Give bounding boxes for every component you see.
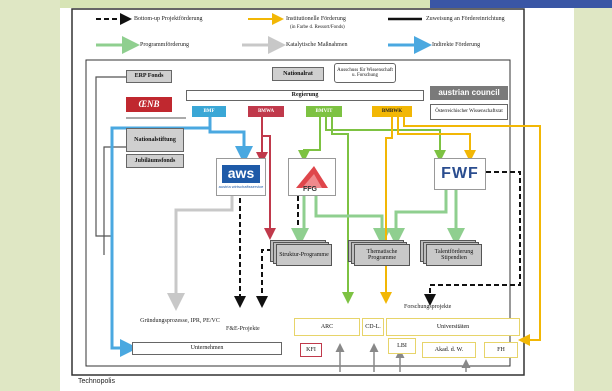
legend-institutionell-sub: (in Farbe d. Ressort/Fonds) [290,25,345,30]
ffg-thematische-arrow [314,196,391,246]
unternehmen-box: Unternehmen [132,342,282,355]
nationalstiftung-box: Nationalstiftung [126,128,184,152]
jubilaeumsfonds-box: Jubiläumsfonds [126,154,184,168]
footer-source: Technopolis [78,378,115,385]
onb-logo: ŒNB [126,97,172,112]
aws-logo-mark: aws [221,165,261,183]
fh-box: FH [484,342,518,358]
struktur-stack: Struktur-Programme [270,240,332,266]
nationalstiftung-line [103,146,126,255]
talentfoerderung-label: Talentförderung Stipendien [426,244,482,266]
fwf-logo: FWF [434,158,486,190]
erp-fonds-box: ERP Fonds [126,70,172,83]
ausschuss-box: Ausschuss für Wissenschaft u. Forschung [334,63,396,83]
aws-logo-sub: austria wirtschaftsservice [218,183,264,189]
legend-zuweisung-label: Zuweisung an Fördereinrichtung [426,16,505,22]
arc-box: ARC [294,318,360,336]
inner-frame [85,59,511,367]
bmwa-struktur-arrow [261,115,276,240]
bmbwk-fwf-arrow [397,115,476,162]
thematische-stack: Thematische Programme [348,240,410,266]
legend-bottomup-label: Bottom-up Projektförderung [134,16,203,22]
bmbwk-box: BMBWK [372,106,412,117]
accent-band [430,0,612,8]
right-band [574,0,612,391]
fwf-forschung-arrow [424,171,521,306]
bmbwk-uni-arrow [403,115,541,346]
wissenschaftsrat-box: Österreichischer Wissenschaftsrat [430,104,508,120]
ffg-logo: FFG [288,158,336,196]
ffg-triangle-icon [296,166,328,188]
kfi-box: KFI [300,343,322,357]
gruendung-label: Gründungsprozesse, IPR, PE/VC [140,318,220,324]
bmf-aws-arrow [208,115,253,164]
struktur-programme-label: Struktur-Programme [276,244,332,266]
thematische-programme-label: Thematische Programme [354,244,410,266]
legend-katalytisch-label: Katalytische Maßnahmen [286,42,348,48]
nationalrat-box: Nationalrat [272,67,324,81]
bmvit-ffg-arrow [298,115,321,162]
legend-programm-label: Programmförderung [140,42,189,48]
austrian-council-logo: austrian council [430,86,508,100]
fwf-thematische-arrow [387,190,448,246]
forschungsprojekte-label: Forschungsprojekte [404,304,452,310]
cdl-box: CD-L. [362,318,384,336]
bmf-box: BMF [192,106,226,117]
katalytisch-arrow [167,196,234,311]
aws-logo: aws austria wirtschaftsservice [216,158,266,196]
bmwa-box: BMWA [248,106,284,117]
talent-stack: Talentförderung Stipendien [420,240,482,266]
regierung-box: Regierung [186,90,424,101]
legend-institutionell-label: Institutionelle Förderung [286,16,346,22]
left-band [0,0,60,391]
universitaeten-box: Universitäten [386,318,520,336]
ffg-struktur-arrow [291,196,309,246]
fue-projekte-label: F&E-Projekte [226,326,260,332]
akad-box: Akad. d. W. [422,342,476,358]
bmvit-box: BMVIT [306,106,342,117]
legend-indirekt-label: Indirekte Förderung [432,42,481,48]
ffg-label: FFG [303,186,317,193]
bmvit-fwf-arrow [325,115,446,162]
lbi-box: LBI [388,338,416,354]
top-band [0,0,612,8]
bmbwk-arc-arrow [380,115,393,304]
